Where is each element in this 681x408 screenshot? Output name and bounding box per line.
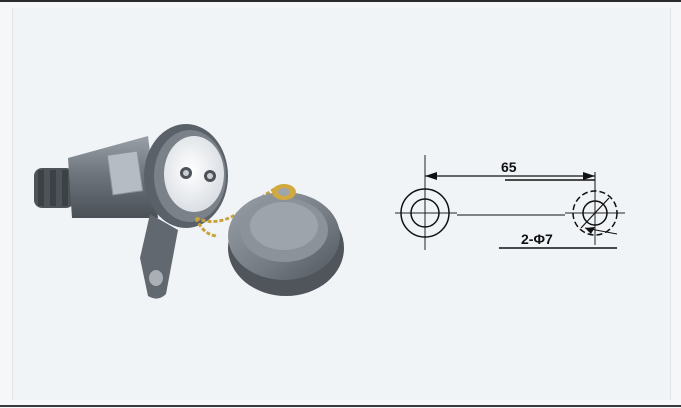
hole-callout: 2-Φ7 (499, 227, 618, 249)
top-divider (0, 0, 681, 2)
protective-cap (228, 184, 344, 296)
hole-right (565, 185, 625, 245)
distance-label: 65 (501, 159, 517, 175)
product-photo (34, 124, 344, 299)
distance-dimension: 65 (425, 159, 596, 190)
socket-head (144, 124, 228, 228)
hole-left (395, 155, 457, 250)
socket-body (68, 136, 178, 299)
socket-face (164, 136, 224, 212)
cable-gland (34, 168, 74, 208)
bottom-divider (0, 405, 681, 407)
hole-label: 2-Φ7 (521, 231, 553, 247)
dimension-drawing: 65 2-Φ7 (395, 155, 625, 250)
